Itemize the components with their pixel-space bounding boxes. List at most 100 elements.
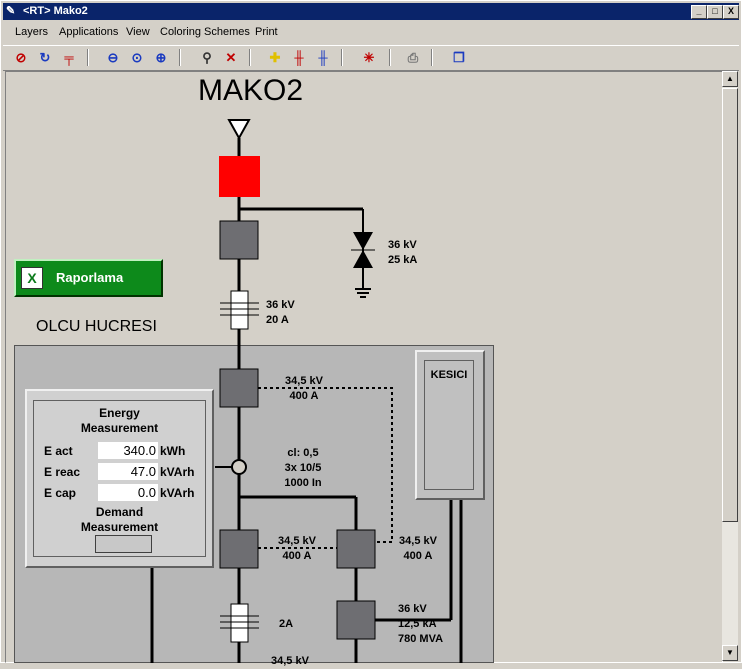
window-title: <RT> Mako2: [23, 5, 88, 17]
menu-applications[interactable]: Applications: [59, 26, 119, 38]
current-transformer-icon: [231, 459, 247, 475]
scroll-down-icon[interactable]: ▼: [722, 645, 738, 661]
print-icon[interactable]: ⎙: [407, 50, 419, 65]
scroll-thumb[interactable]: [722, 88, 738, 522]
toolbar-separator: [87, 49, 89, 66]
breaker2-label: 34,5 kV 400 A: [271, 534, 323, 564]
menu-view[interactable]: View: [126, 26, 150, 38]
e-act-unit: kWh: [160, 444, 186, 458]
star-icon[interactable]: ✳: [363, 50, 375, 65]
e-reac-unit: kVArh: [160, 465, 195, 479]
ct-label: cl: 0,5 3x 10/5 1000 In: [275, 446, 331, 491]
transformer-current: 12,5 kA: [398, 618, 437, 630]
fuse-1[interactable]: [230, 290, 249, 330]
breaker-2[interactable]: [219, 529, 259, 569]
e-reac-value: 47.0: [98, 463, 158, 480]
stop-icon[interactable]: ⊘: [15, 50, 27, 65]
source-arrow-icon: [227, 119, 251, 141]
minimize-button[interactable]: _: [691, 5, 707, 19]
e-cap-unit: kVArh: [160, 486, 195, 500]
e-cap-label: E cap: [44, 486, 77, 500]
e-act-value: 340.0: [98, 442, 158, 459]
disconnector-1[interactable]: [219, 220, 259, 260]
vertical-scrollbar[interactable]: ▲ ▼: [722, 71, 738, 661]
menu-bar: Layers Applications View Coloring Scheme…: [3, 23, 739, 43]
transformer-label: 36 kV 12,5 kA 780 MVA: [398, 602, 443, 647]
menu-layers[interactable]: Layers: [15, 26, 49, 38]
clear-icon[interactable]: ✕: [225, 50, 237, 65]
kesici-label: KESICI: [430, 369, 468, 381]
breaker2-voltage: 34,5 kV: [278, 535, 316, 547]
breaker3-voltage: 34,5 kV: [399, 535, 437, 547]
refresh-icon[interactable]: ↻: [39, 50, 51, 65]
bus-alt-icon[interactable]: ╫: [318, 50, 328, 65]
menu-coloring-schemes[interactable]: Coloring Schemes: [160, 26, 250, 38]
breaker2-current: 400 A: [282, 550, 312, 562]
fuse1-current: 20 A: [266, 314, 289, 326]
toolbar: ⊘ ↻ ╤ ⊖ ⊙ ⊕ ⚲ ✕ ✚ ╫ ╫ ✳ ⎙ ❐: [3, 45, 739, 71]
demand-title: Demand: [95, 505, 144, 519]
zoom-fit-icon[interactable]: ⊙: [131, 50, 143, 65]
arrester-icon-lower: [353, 250, 373, 268]
arrester-icon: [353, 232, 373, 250]
bottom-partial-label: 34,5 kV: [271, 655, 309, 667]
transformer-power: 780 MVA: [398, 633, 444, 645]
breaker-3[interactable]: [336, 529, 376, 569]
breaker3-label: 34,5 kV 400 A: [392, 534, 444, 564]
highlight-icon[interactable]: ✚: [269, 50, 281, 65]
substation-title: MAKO2: [198, 74, 304, 107]
demand-subtitle: Measurement: [80, 520, 159, 534]
energy-title: Energy: [99, 406, 140, 420]
raporlama-button[interactable]: X Raporlama: [14, 259, 163, 297]
toolbar-separator: [249, 49, 251, 66]
maximize-button[interactable]: □: [707, 5, 723, 19]
fuse1-label: 36 kV 20 A: [266, 298, 295, 328]
toolbar-separator: [341, 49, 343, 66]
excel-icon: X: [21, 267, 43, 289]
fuse2-label: 2A: [279, 618, 294, 630]
breaker1-current: 400 A: [289, 390, 319, 402]
arrester-voltage: 36 kV: [388, 239, 417, 251]
breaker-1[interactable]: [219, 368, 259, 408]
network-icon[interactable]: ╤: [64, 50, 74, 65]
title-bar: ✎ <RT> Mako2 _ □ X: [3, 3, 739, 20]
e-cap-value: 0.0: [98, 484, 158, 501]
bus-icon[interactable]: ╫: [294, 50, 304, 65]
breaker1-voltage: 34,5 kV: [285, 375, 323, 387]
transformer-voltage: 36 kV: [398, 603, 427, 615]
toolbar-separator: [431, 49, 433, 66]
window-icon[interactable]: ❐: [453, 50, 465, 65]
demand-value-box: [95, 535, 152, 553]
kesici-frame: KESICI: [424, 360, 474, 490]
interlock-link-1: [258, 387, 393, 543]
zoom-out-icon[interactable]: ⊖: [107, 50, 119, 65]
close-button[interactable]: X: [723, 5, 739, 19]
zoom-in-icon[interactable]: ⊕: [155, 50, 167, 65]
e-act-label: E act: [44, 444, 73, 458]
olcu-hucresi-label: OLCU HUCRESI: [36, 318, 157, 335]
source-breaker[interactable]: [219, 156, 260, 197]
toolbar-separator: [389, 49, 391, 66]
ct-class: cl: 0,5: [287, 447, 319, 459]
arrester-current: 25 kA: [388, 254, 418, 266]
fuse1-voltage: 36 kV: [266, 299, 295, 311]
e-reac-label: E reac: [44, 465, 81, 479]
breaker1-label: 34,5 kV 400 A: [278, 374, 330, 404]
scroll-up-icon[interactable]: ▲: [722, 71, 738, 87]
kesici-panel[interactable]: KESICI: [415, 350, 485, 500]
menu-print[interactable]: Print: [255, 26, 278, 38]
ct-ratio: 3x 10/5: [284, 462, 322, 474]
find-icon[interactable]: ⚲: [202, 50, 212, 65]
app-icon: ✎: [6, 5, 16, 17]
ct-in: 1000 In: [284, 477, 322, 489]
raporlama-label: Raporlama: [56, 270, 124, 285]
transformer[interactable]: [336, 600, 376, 640]
energy-measurement-panel: Energy Measurement E act 340.0 kWh E rea…: [25, 389, 214, 568]
arrester-label: 36 kV 25 kA: [388, 238, 417, 268]
toolbar-separator: [179, 49, 181, 66]
energy-subtitle: Measurement: [80, 421, 159, 435]
breaker3-current: 400 A: [403, 550, 433, 562]
energy-measurement-frame: Energy Measurement E act 340.0 kWh E rea…: [33, 400, 206, 557]
fuse-2[interactable]: [230, 603, 249, 643]
